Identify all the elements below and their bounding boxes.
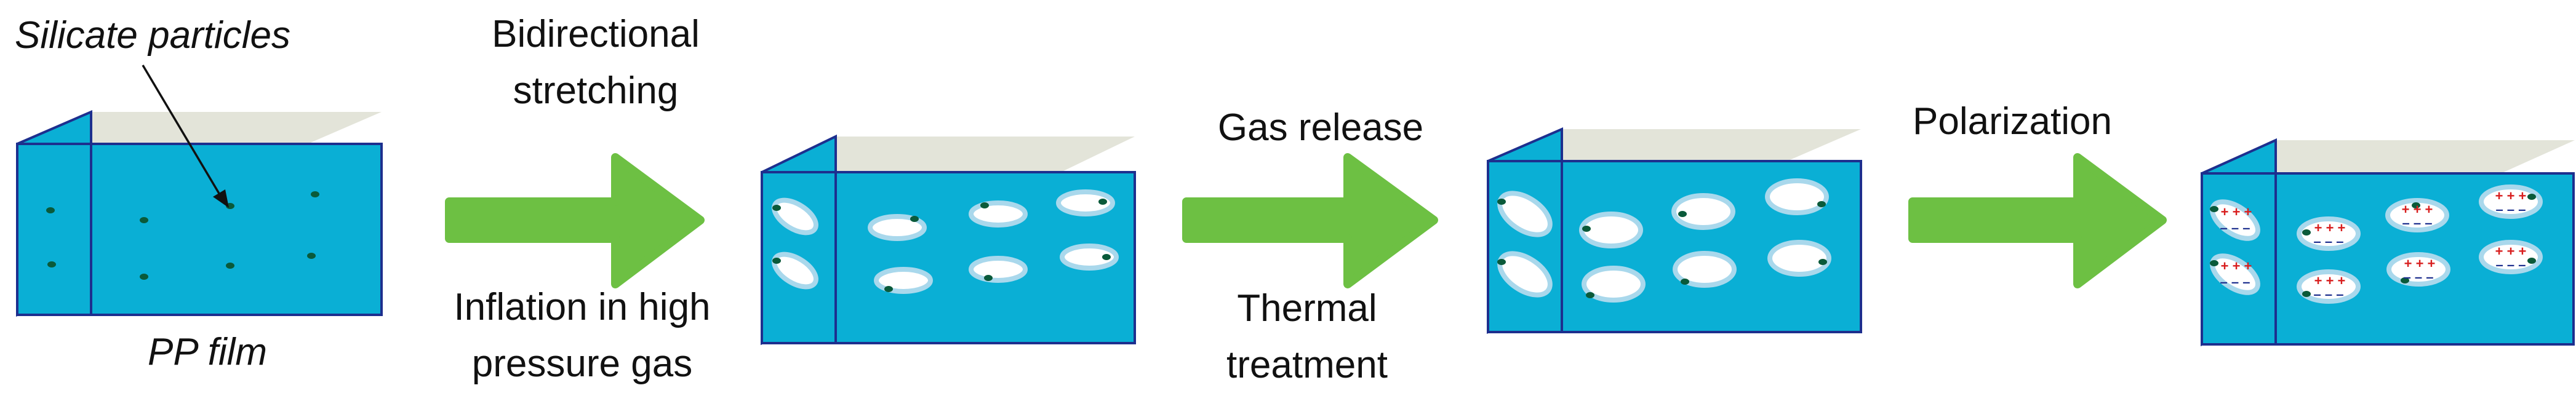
arrow-icon: [1182, 153, 1438, 288]
svg-text:– – –: – – –: [2314, 287, 2344, 302]
voids: [1497, 178, 1831, 303]
polarized-voids: + + +– – – + + +– – – + + +– – – + + +– …: [2210, 184, 2543, 304]
svg-text:– – –: – – –: [2402, 215, 2433, 231]
stage-1-box: [16, 109, 383, 317]
void-icon: [1673, 251, 1737, 288]
pp-film-label: PP film: [148, 331, 267, 373]
void-icon: [969, 256, 1028, 283]
void-icon: [1579, 212, 1643, 248]
stage-3-box: [1487, 127, 1862, 335]
svg-text:+ + +: + + +: [2495, 244, 2527, 259]
void-icon: [1056, 189, 1115, 216]
svg-text:– – –: – – –: [2496, 202, 2526, 217]
void-icon: [772, 197, 818, 236]
box-3-top: [1488, 129, 1861, 161]
box-4-top: [2202, 140, 2575, 173]
label-pointer: [142, 65, 229, 208]
svg-text:– – –: – – –: [2314, 234, 2344, 249]
box-1-top: [17, 112, 382, 144]
box-2-top: [762, 137, 1135, 172]
particles: [46, 191, 319, 280]
svg-text:+ + +: + + +: [2314, 220, 2346, 236]
void-icon: [1497, 251, 1553, 298]
void-icon: + + +– – –: [2479, 240, 2543, 274]
void-icon: [1765, 178, 1829, 215]
void-icon: [772, 252, 818, 290]
particle-icon: [307, 253, 316, 259]
step-1-top-line-2: stretching: [513, 69, 679, 112]
svg-text:– – –: – – –: [2220, 274, 2250, 290]
void-icon: [1497, 191, 1553, 237]
step-2-bottom-line-2: treatment: [1226, 344, 1388, 386]
void-icon: [1582, 266, 1646, 303]
voids: [772, 189, 1119, 294]
arrow-icon: [445, 153, 705, 288]
particle-icon: [140, 274, 148, 280]
void-icon: [969, 200, 1028, 228]
stage-4-box: + + +– – – + + +– – – + + +– – – + + +– …: [2201, 138, 2575, 347]
particle-icon: [140, 217, 148, 223]
void-icon: [868, 214, 927, 241]
step-2-bottom-line-1: Thermal: [1237, 287, 1377, 330]
particle-icon: [226, 263, 234, 269]
step-1-top-line-1: Bidirectional: [492, 13, 700, 55]
svg-text:+ + +: + + +: [2221, 204, 2252, 220]
particle-icon: [47, 261, 56, 267]
void-icon: [1767, 240, 1831, 277]
svg-text:– – –: – – –: [2404, 269, 2434, 285]
svg-text:– – –: – – –: [2496, 257, 2526, 272]
void-icon: + + +– – –: [2297, 269, 2361, 304]
particle-icon: [311, 191, 319, 197]
arrow-icon: [1908, 153, 2167, 288]
void-icon: [1060, 244, 1119, 271]
box-1-front: [90, 143, 383, 316]
svg-text:+ + +: + + +: [2221, 258, 2252, 274]
void-icon: + + +– – –: [2385, 198, 2449, 232]
step-1-bottom-line-1: Inflation in high: [454, 286, 710, 328]
stage-2-box: [761, 134, 1136, 346]
void-icon: [1671, 193, 1735, 230]
svg-text:– – –: – – –: [2220, 220, 2250, 236]
svg-text:+ + +: + + +: [2495, 188, 2527, 204]
step-2-top: Gas release: [1218, 106, 1423, 149]
void-icon: [874, 267, 933, 294]
void-icon: + + +– – –: [2479, 184, 2543, 219]
void-icon: + + +– – –: [2210, 199, 2260, 241]
svg-text:+ + +: + + +: [2314, 273, 2346, 288]
svg-text:+ + +: + + +: [2402, 202, 2433, 217]
void-icon: + + +– – –: [2210, 253, 2260, 295]
void-icon: + + +– – –: [2386, 252, 2450, 287]
svg-text:+ + +: + + +: [2404, 256, 2436, 271]
particle-icon: [46, 207, 55, 213]
step-1-bottom-line-2: pressure gas: [472, 343, 692, 385]
void-icon: + + +– – –: [2297, 216, 2361, 251]
silicate-particles-label: Silicate particles: [15, 14, 290, 57]
step-3-top: Polarization: [1913, 100, 2112, 143]
